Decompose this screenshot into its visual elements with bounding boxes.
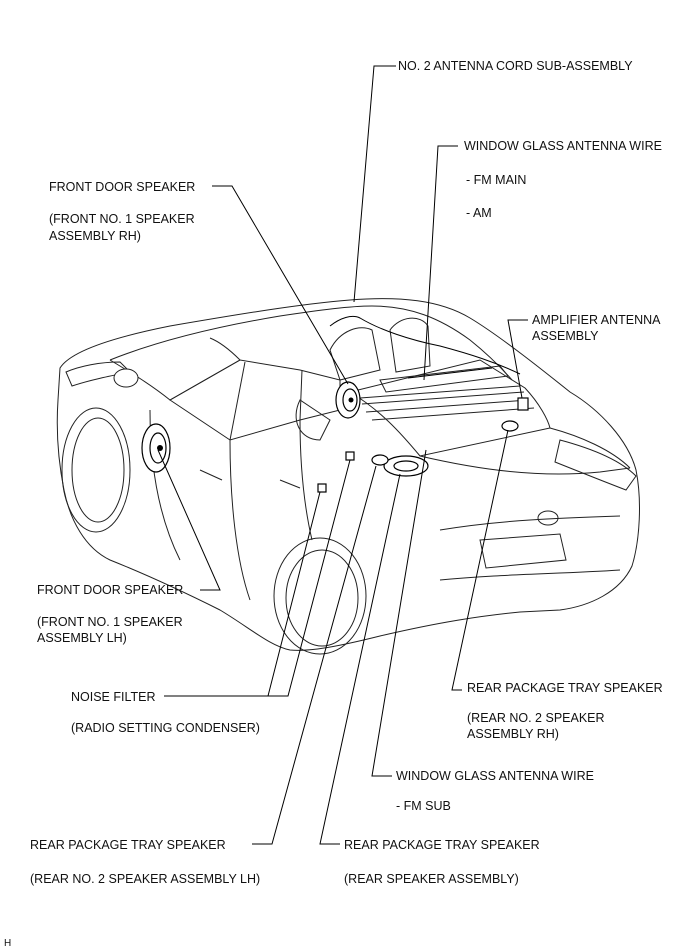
rear-tray-speaker-rh-sub2: ASSEMBLY RH)	[467, 727, 559, 741]
fm-main-label: - FM MAIN	[466, 173, 527, 187]
leader-lines	[157, 65, 528, 845]
rear-tray-speaker-rh-sub1: (REAR NO. 2 SPEAKER	[467, 711, 605, 725]
antenna-cord-line	[329, 315, 521, 375]
front-door-speaker-rh-icon	[335, 381, 361, 419]
amplifier-antenna-icon	[517, 397, 529, 411]
rear-tray-speaker-center-icon	[371, 454, 389, 466]
front-door-speaker-lh-sub2: ASSEMBLY LH)	[37, 631, 127, 645]
rear-tray-speaker-center-sub: (REAR SPEAKER ASSEMBLY)	[344, 872, 519, 886]
amplifier-antenna-label-2: ASSEMBLY	[532, 329, 599, 343]
front-door-speaker-lh-sub1: (FRONT NO. 1 SPEAKER	[37, 615, 183, 629]
noise-filter-icon	[317, 451, 355, 493]
noise-filter-label: NOISE FILTER	[71, 690, 156, 704]
window-antenna-wire	[407, 367, 493, 379]
front-door-speaker-rh-sub2: ASSEMBLY RH)	[49, 229, 141, 243]
rear-tray-speaker-center-label: REAR PACKAGE TRAY SPEAKER	[344, 838, 540, 852]
rear-tray-speaker-rh-icon	[501, 420, 519, 432]
parts	[141, 315, 529, 493]
window-glass-antenna-wire-label: WINDOW GLASS ANTENNA WIRE	[464, 139, 662, 153]
window-glass-antenna-wire-2-label: WINDOW GLASS ANTENNA WIRE	[396, 769, 594, 783]
fm-sub-label: - FM SUB	[396, 799, 451, 813]
noise-filter-sub-label: (RADIO SETTING CONDENSER)	[71, 721, 260, 735]
antenna-cord-label: NO. 2 ANTENNA CORD SUB-ASSEMBLY	[398, 59, 633, 73]
corner-mark: H	[4, 938, 12, 949]
car-illustration	[56, 298, 640, 655]
front-door-speaker-lh-label: FRONT DOOR SPEAKER	[37, 583, 184, 597]
rear-tray-speaker-rh-label: REAR PACKAGE TRAY SPEAKER	[467, 681, 663, 695]
amplifier-antenna-label-1: AMPLIFIER ANTENNA	[532, 313, 661, 327]
am-label: - AM	[466, 206, 492, 220]
rear-tray-speaker-lh-icon	[383, 455, 429, 477]
rear-tray-speaker-lh-label: REAR PACKAGE TRAY SPEAKER	[30, 838, 226, 852]
front-door-speaker-rh-sub1: (FRONT NO. 1 SPEAKER	[49, 212, 195, 226]
front-door-speaker-rh-label: FRONT DOOR SPEAKER	[49, 180, 196, 194]
rear-tray-speaker-lh-sub: (REAR NO. 2 SPEAKER ASSEMBLY LH)	[30, 872, 261, 886]
front-door-speaker-lh-icon	[141, 423, 171, 473]
